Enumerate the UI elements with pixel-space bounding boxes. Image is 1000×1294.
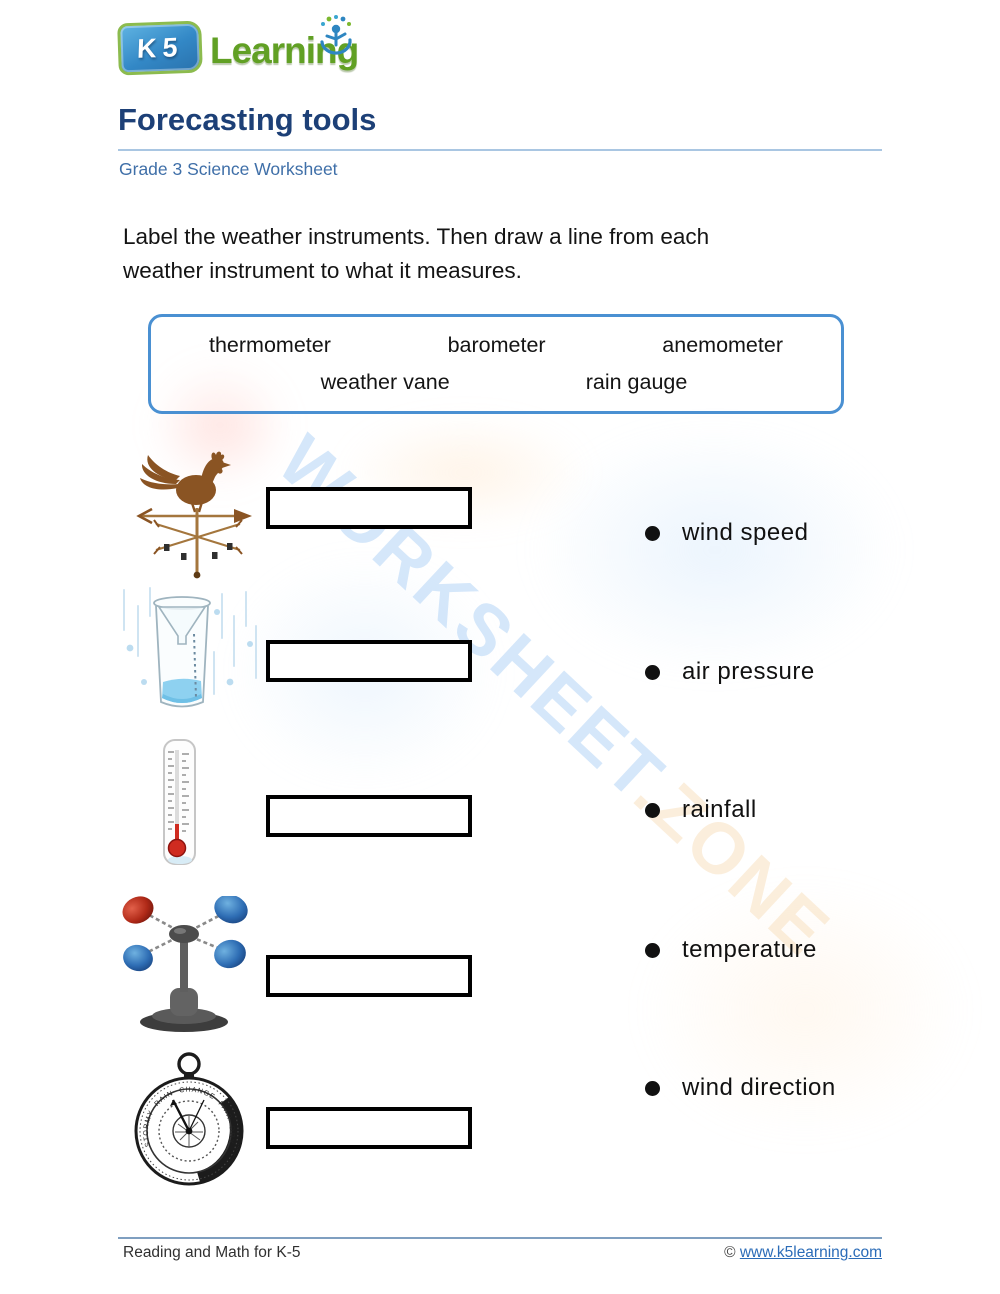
bullet-dot-rainfall[interactable]	[645, 802, 660, 818]
k5-book-icon: K5	[117, 20, 203, 76]
footer-tagline: Reading and Math for K-5	[123, 1244, 301, 1261]
instructions-line-2: weather instrument to what it measures.	[123, 258, 522, 283]
measure-row-temperature: temperature	[645, 935, 817, 965]
watermark-text-primary: WORKSHEET	[262, 420, 674, 812]
measure-label-temperature: temperature	[682, 936, 817, 963]
word-bank-row-1: thermometer barometer anemometer	[151, 317, 841, 358]
k5learning-link[interactable]: www.k5learning.com	[739, 1244, 882, 1261]
thermometer-icon[interactable]	[156, 738, 204, 873]
copyright-symbol: ©	[724, 1244, 736, 1261]
word-barometer: barometer	[447, 333, 546, 357]
weather-vane-icon[interactable]	[126, 450, 261, 593]
footer-divider	[118, 1237, 882, 1239]
bg-blob-blue	[530, 425, 900, 675]
measure-row-wind-direction: wind direction	[645, 1073, 836, 1103]
word-bank-box: thermometer barometer anemometer weather…	[148, 314, 844, 414]
bullet-dot-wind-speed[interactable]	[645, 525, 660, 541]
page-title: Forecasting tools	[118, 102, 377, 137]
measure-label-rainfall: rainfall	[682, 796, 757, 823]
measure-row-wind-speed: wind speed	[645, 518, 808, 548]
bullet-dot-air-pressure[interactable]	[645, 664, 660, 680]
measure-label-air-pressure: air pressure	[682, 658, 815, 685]
word-rain-gauge: rain gauge	[585, 370, 688, 394]
answer-input-thermometer[interactable]	[266, 795, 472, 837]
answer-input-rain-gauge[interactable]	[266, 640, 472, 682]
rain-gauge-icon[interactable]	[118, 586, 263, 721]
page-subtitle: Grade 3 Science Worksheet	[119, 159, 338, 179]
bullet-dot-temperature[interactable]	[645, 942, 660, 958]
answer-input-anemometer[interactable]	[266, 955, 472, 997]
instructions-line-1: Label the weather instruments. Then draw…	[123, 224, 710, 249]
word-weather-vane: weather vane	[320, 370, 450, 394]
measure-label-wind-direction: wind direction	[682, 1074, 836, 1101]
measure-row-rainfall: rainfall	[645, 795, 757, 825]
answer-input-barometer[interactable]	[266, 1107, 472, 1149]
barometer-icon[interactable]: STORMY RAIN CHANGE FAIR DRY	[126, 1050, 254, 1193]
bullet-dot-wind-direction[interactable]	[645, 1080, 660, 1096]
word-anemometer: anemometer	[662, 333, 783, 357]
answer-input-weather-vane[interactable]	[266, 487, 472, 529]
word-thermometer: thermometer	[209, 333, 331, 357]
measure-row-air-pressure: air pressure	[645, 657, 815, 687]
word-bank-row-2: weather vane rain gauge	[151, 358, 841, 395]
logo-book-text: K5	[136, 31, 184, 64]
footer-credit: © www.k5learning.com	[118, 1244, 882, 1262]
logo-person-icon	[320, 15, 352, 55]
anemometer-icon[interactable]	[118, 894, 250, 1039]
measure-label-wind-speed: wind speed	[682, 519, 809, 546]
k5-learning-logo: K5 Learning	[117, 14, 359, 76]
title-divider	[118, 149, 882, 151]
